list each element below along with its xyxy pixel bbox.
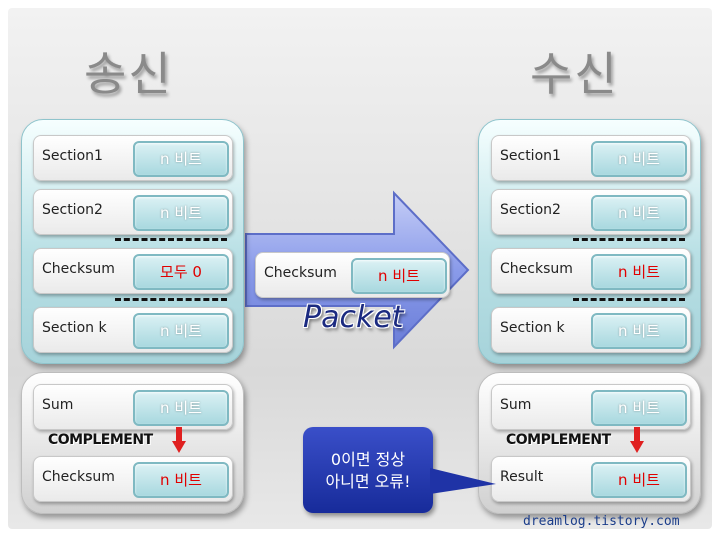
- result-callout: 0이면 정상 아니면 오류!: [303, 427, 433, 513]
- sender-title: 송신: [84, 47, 173, 101]
- packet-checksum-label: Checksum: [264, 265, 337, 281]
- watermark: dreamlog.tistory.com: [523, 514, 680, 529]
- callout-line2: 아니면 오류!: [325, 472, 411, 491]
- divider-dash: [115, 238, 227, 241]
- receiver-row-section2: Section2 n 비트: [491, 189, 691, 235]
- receiver-result-label: Result: [500, 469, 544, 485]
- receiver-result-row: Result n 비트: [491, 456, 691, 502]
- sender-row-label: Section1: [42, 148, 103, 164]
- receiver-sum-row: Sum n 비트: [491, 384, 691, 430]
- sender-row-label: Section2: [42, 202, 103, 218]
- receiver-row-label: Section2: [500, 202, 561, 218]
- receiver-row-value: n 비트: [591, 141, 687, 177]
- receiver-row-value: n 비트: [591, 254, 687, 290]
- packet-label: Packet: [303, 300, 404, 335]
- divider-dash: [573, 298, 685, 301]
- receiver-row-label: Section1: [500, 148, 561, 164]
- sender-row-label: Checksum: [42, 261, 115, 277]
- receiver-result-value: n 비트: [591, 462, 687, 498]
- sender-row-label: Section k: [42, 320, 107, 336]
- sender-sum-value: n 비트: [133, 390, 229, 426]
- receiver-row-label: Checksum: [500, 261, 573, 277]
- sender-sum-label: Sum: [42, 397, 74, 413]
- sender-checksum-label: Checksum: [42, 469, 115, 485]
- receiver-row-label: Section k: [500, 320, 565, 336]
- receiver-row-section1: Section1 n 비트: [491, 135, 691, 181]
- sender-row-value: n 비트: [133, 313, 229, 349]
- receiver-sum-value: n 비트: [591, 390, 687, 426]
- sender-row-section-k: Section k n 비트: [33, 307, 233, 353]
- receiver-row-value: n 비트: [591, 195, 687, 231]
- divider-dash: [115, 298, 227, 301]
- sender-row-value: 모두 0: [133, 254, 229, 290]
- receiver-complement-label: COMPLEMENT: [506, 432, 611, 448]
- packet-checksum-row: Checksum n 비트: [255, 252, 450, 298]
- callout-line1: 0이면 정상: [330, 450, 406, 469]
- sender-complement-label: COMPLEMENT: [48, 432, 153, 448]
- sender-checksum-row: Checksum n 비트: [33, 456, 233, 502]
- sender-sum-row: Sum n 비트: [33, 384, 233, 430]
- sender-row-value: n 비트: [133, 141, 229, 177]
- down-arrow-icon: [172, 427, 186, 453]
- sender-row-value: n 비트: [133, 195, 229, 231]
- receiver-row-value: n 비트: [591, 313, 687, 349]
- sender-row-checksum: Checksum 모두 0: [33, 248, 233, 294]
- receiver-title: 수신: [530, 47, 619, 101]
- callout-pointer: [430, 468, 496, 494]
- sender-row-section2: Section2 n 비트: [33, 189, 233, 235]
- sender-row-section1: Section1 n 비트: [33, 135, 233, 181]
- receiver-row-checksum: Checksum n 비트: [491, 248, 691, 294]
- receiver-sum-label: Sum: [500, 397, 532, 413]
- sender-checksum-value: n 비트: [133, 462, 229, 498]
- receiver-row-section-k: Section k n 비트: [491, 307, 691, 353]
- divider-dash: [573, 238, 685, 241]
- packet-checksum-value: n 비트: [351, 258, 447, 294]
- down-arrow-icon: [630, 427, 644, 453]
